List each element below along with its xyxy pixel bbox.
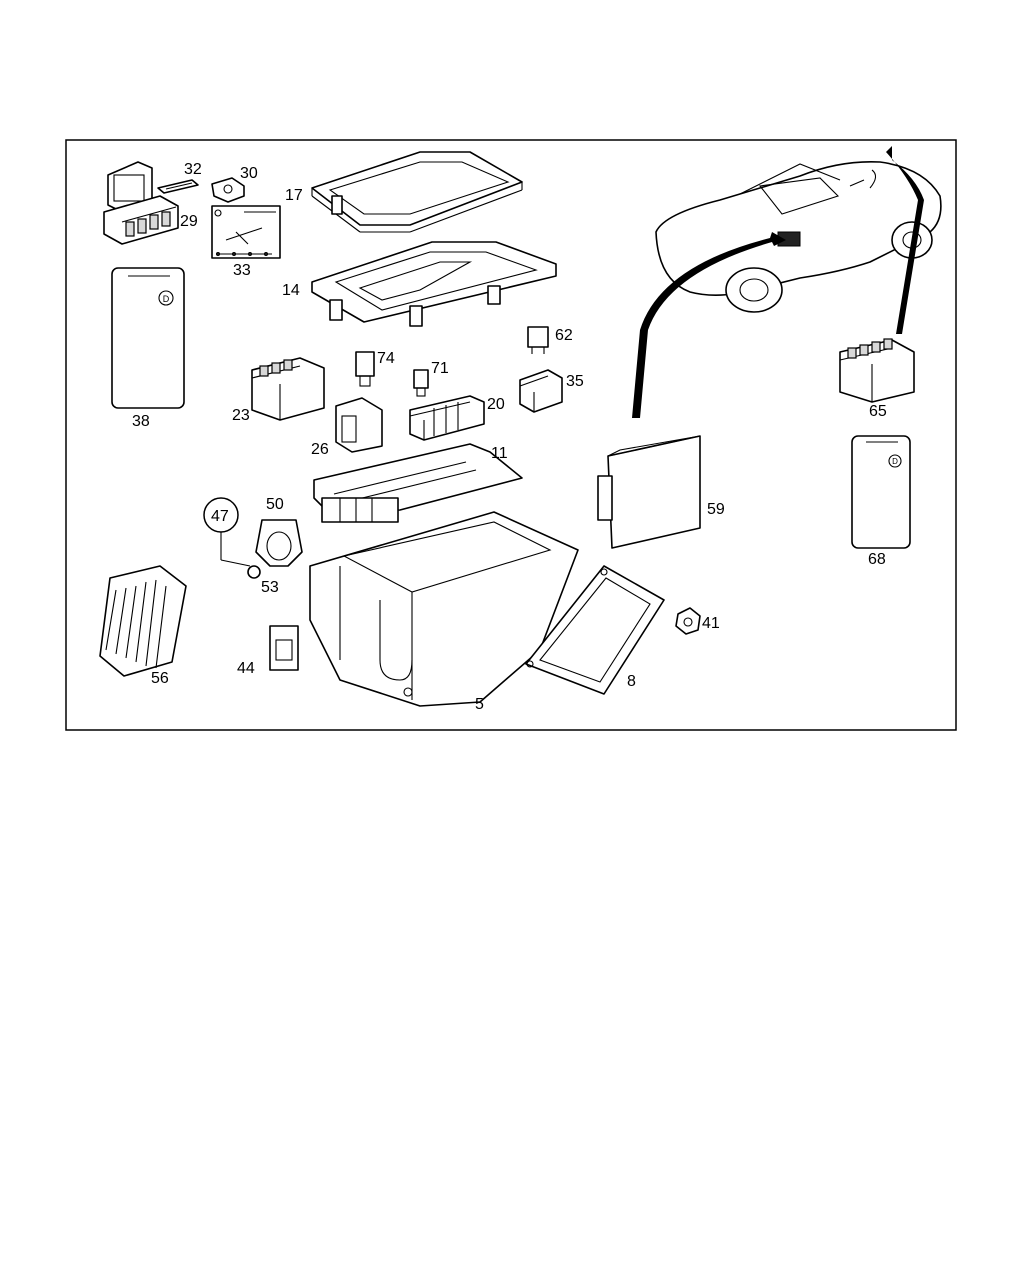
part-17-cover (311, 151, 523, 233)
part-8-gasket (525, 565, 665, 695)
part-29-fuse-holder (103, 161, 179, 245)
card-marker-68: D (892, 457, 898, 466)
car-illustration (655, 160, 942, 313)
part-41-nut (675, 607, 701, 635)
part-26-bracket (335, 397, 383, 453)
callout-20: 20 (487, 396, 505, 413)
part-11-fuse-carrier (313, 443, 523, 523)
callout-50: 50 (266, 496, 284, 513)
callout-32: 32 (184, 161, 202, 178)
part-56-relay-module (99, 565, 187, 677)
callout-29: 29 (180, 213, 198, 230)
part-44-clip (269, 625, 299, 671)
callout-33: 33 (233, 262, 251, 279)
callout-35: 35 (566, 373, 584, 390)
callout-5: 5 (475, 696, 484, 713)
part-65-relay-block (839, 338, 915, 403)
pointer-arrows (632, 146, 924, 418)
callout-59: 59 (707, 501, 725, 518)
part-35-relay-holder (519, 369, 563, 413)
callout-62: 62 (555, 327, 573, 344)
callout-53: 53 (261, 579, 279, 596)
part-74-fuse (355, 351, 375, 387)
part-50-grommet (255, 519, 303, 567)
card-marker-38: D (163, 294, 170, 304)
callout-41: 41 (702, 615, 720, 632)
part-14-upper-housing (311, 241, 557, 327)
part-62-relay (527, 326, 549, 354)
callout-44: 44 (237, 660, 255, 677)
callout-14: 14 (282, 282, 300, 299)
callout-56: 56 (151, 670, 169, 687)
callout-74: 74 (377, 350, 395, 367)
part-47-callout-ring (203, 497, 251, 567)
callout-71: 71 (431, 360, 449, 377)
part-23-relay-block (251, 357, 325, 421)
callout-17: 17 (285, 187, 303, 204)
callout-30: 30 (240, 165, 258, 182)
part-53-screw (247, 565, 261, 579)
callout-11: 11 (491, 445, 508, 462)
part-33-instruction-card (211, 205, 281, 259)
callout-23: 23 (232, 407, 250, 424)
callout-26: 26 (311, 441, 329, 458)
part-71-fuse (413, 369, 429, 397)
part-30-clip (211, 177, 245, 203)
part-5-lower-housing (309, 511, 579, 707)
part-32-fuse-strip (157, 179, 199, 194)
callout-65: 65 (869, 403, 887, 420)
callout-68: 68 (868, 551, 886, 568)
part-59-control-module (597, 435, 701, 549)
callout-8: 8 (627, 673, 636, 690)
part-20-fuse-strip (409, 395, 485, 441)
part-38-label-card (111, 267, 185, 409)
part-68-label-card (851, 435, 911, 549)
callout-47: 47 (211, 508, 229, 525)
callout-38: 38 (132, 413, 150, 430)
